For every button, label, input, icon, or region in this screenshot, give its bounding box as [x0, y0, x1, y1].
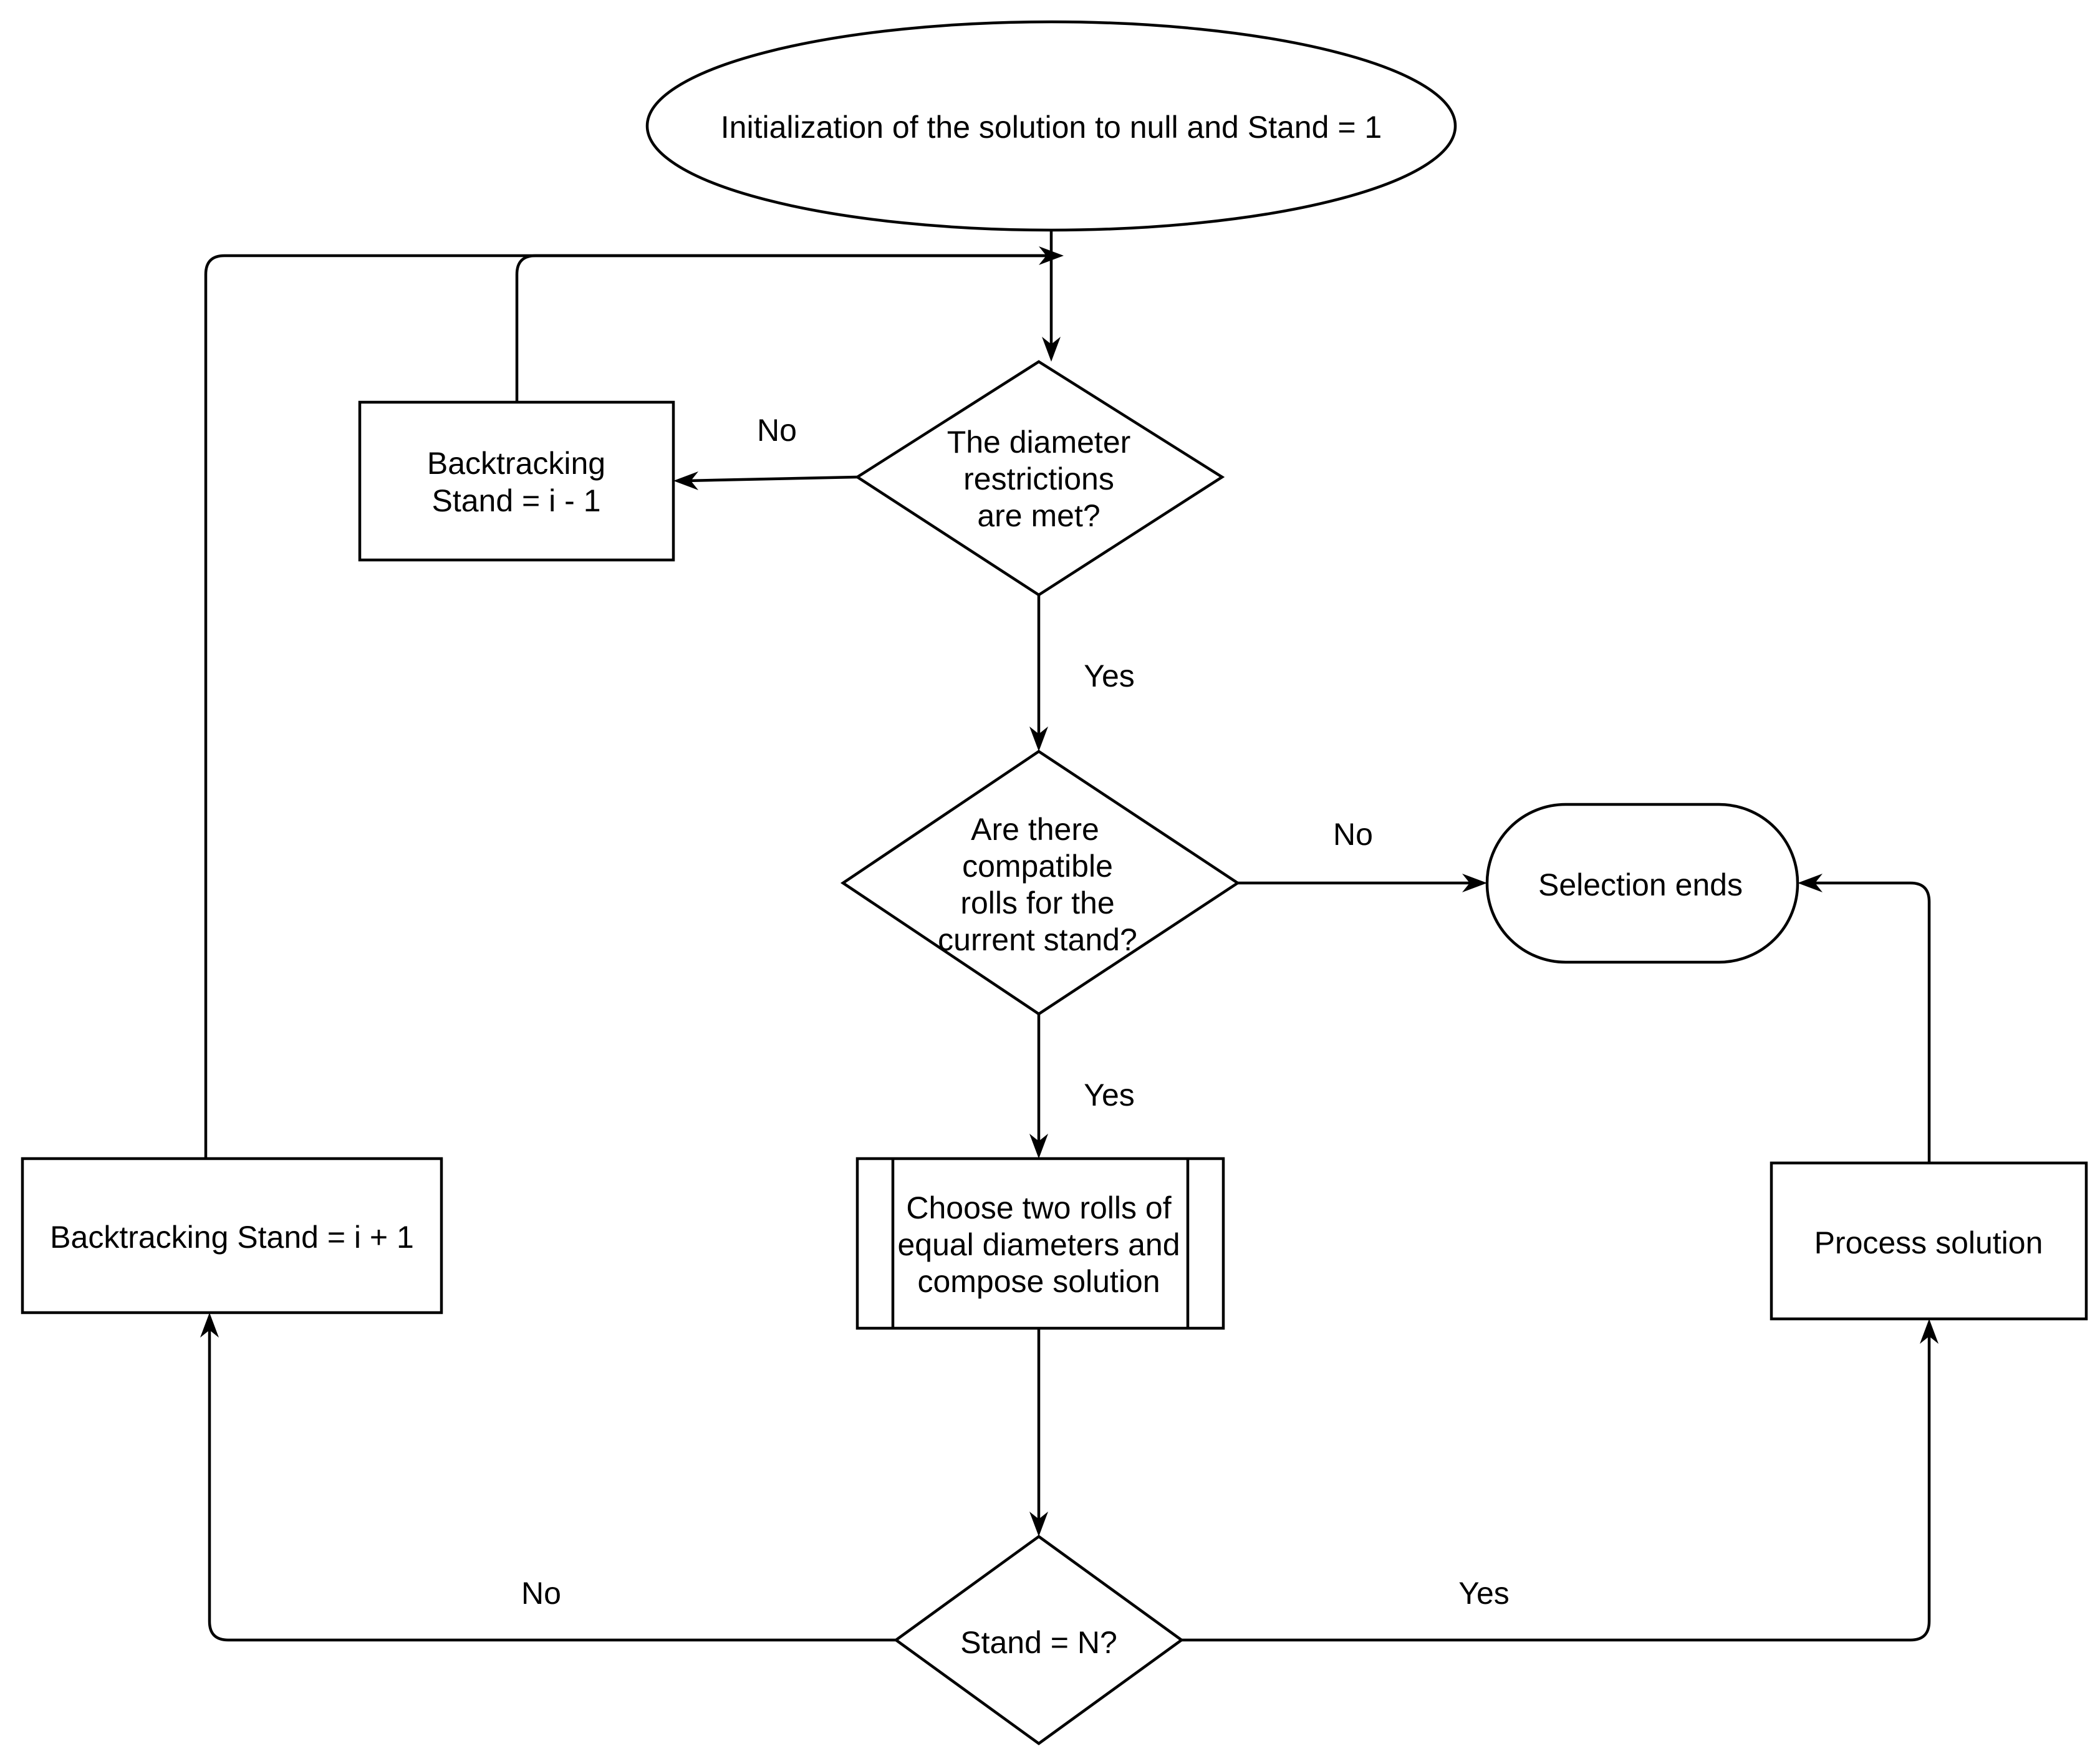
edge-stand-n-to-backtrack-plus	[208, 1325, 896, 1642]
edge-label-compatible-no: No	[1333, 817, 1373, 852]
decision-stand-n-text: Stand = N?	[960, 1625, 1117, 1660]
arrowhead-down-icon	[1029, 1134, 1048, 1159]
arrowhead-left-icon	[673, 471, 698, 490]
edge-backtrack-plus-to-merge	[204, 254, 1051, 1159]
arrowhead-right-icon	[1462, 874, 1487, 892]
edge-process-to-selection-ends	[1810, 881, 1931, 1163]
backtrack-minus-line-1: Backtracking	[427, 446, 605, 481]
arrowhead-down-icon	[1029, 1512, 1048, 1537]
decision-stand-n-node: Stand = N?	[893, 1535, 1184, 1745]
process-solution-node: Process solution	[1770, 1161, 2088, 1321]
choose-rolls-line-2: equal diameters and	[897, 1227, 1180, 1262]
arrowhead-down-icon	[1029, 726, 1048, 751]
decision-diameter-line-2: restrictions	[963, 461, 1114, 496]
edge-diameter-to-backtrack-minus	[685, 475, 858, 483]
backtrack-plus-text: Backtracking Stand = i + 1	[50, 1220, 414, 1255]
start-node-text: Initialization of the solution to null a…	[721, 110, 1382, 145]
edge-label-stand-n-no: No	[521, 1576, 561, 1611]
connectors	[200, 230, 1939, 1642]
backtrack-plus-node: Backtracking Stand = i + 1	[21, 1157, 443, 1315]
choose-rolls-line-1: Choose two rolls of	[906, 1190, 1171, 1225]
decision-diameter-line-1: The diameter	[947, 425, 1131, 460]
selection-ends-node: Selection ends	[1485, 803, 1799, 964]
arrowhead-left-icon	[1798, 874, 1823, 892]
edge-label-stand-n-yes: Yes	[1458, 1576, 1510, 1611]
edge-labels: No Yes No Yes No Yes	[521, 413, 1510, 1611]
process-solution-text: Process solution	[1814, 1225, 2043, 1260]
decision-compatible-line-1: Are there	[971, 812, 1099, 847]
backtrack-minus-node: Backtracking Stand = i - 1	[358, 400, 675, 562]
edge-backtrack-minus-to-merge	[515, 254, 1051, 402]
arrowhead-right-icon	[1039, 246, 1064, 265]
decision-compatible-line-4: current stand?	[938, 922, 1137, 957]
choose-rolls-node: Choose two rolls of equal diameters and …	[855, 1157, 1225, 1330]
arrowhead-up-icon	[1920, 1319, 1939, 1344]
start-node: Initialization of the solution to null a…	[645, 20, 1457, 232]
edge-label-diameter-yes: Yes	[1084, 659, 1135, 693]
decision-compatible-node: Are there compatible rolls for the curre…	[840, 750, 1241, 1016]
edge-label-compatible-yes: Yes	[1084, 1078, 1135, 1112]
decision-compatible-line-3: rolls for the	[960, 885, 1114, 920]
decision-compatible-line-2: compatible	[962, 849, 1113, 884]
selection-ends-text: Selection ends	[1538, 867, 1743, 902]
edge-stand-n-to-process	[1182, 1331, 1931, 1642]
backtrack-minus-line-2: Stand = i - 1	[432, 483, 601, 518]
decision-diameter-line-3: are met?	[977, 498, 1100, 533]
decision-diameter-node: The diameter restrictions are met?	[854, 360, 1225, 597]
arrowhead-up-icon	[200, 1313, 219, 1338]
edge-label-diameter-no: No	[757, 413, 797, 448]
choose-rolls-line-3: compose solution	[917, 1264, 1160, 1299]
arrowhead-down-icon	[1042, 337, 1061, 362]
